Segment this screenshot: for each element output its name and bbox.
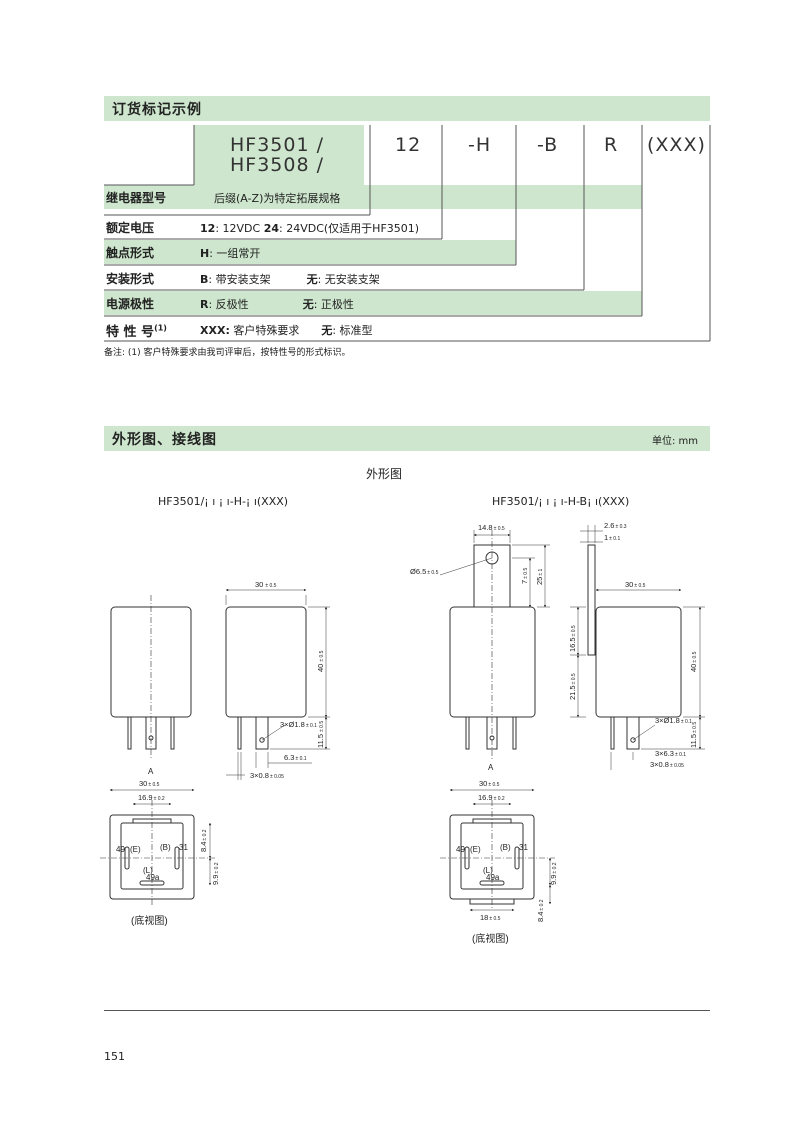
- voltage-code: 12: [395, 134, 422, 156]
- svg-text:16.9± 0.2: 16.9± 0.2: [478, 793, 505, 802]
- row-polarity: 电源极性 R: 反极性无: 正极性: [104, 291, 642, 315]
- model-code-line1: HF3501 /: [230, 134, 325, 156]
- svg-text:(B): (B): [160, 843, 171, 852]
- svg-text:40± 0.5: 40± 0.5: [316, 650, 325, 672]
- view-a-label-right: A: [488, 763, 494, 772]
- svg-text:(B): (B): [500, 843, 511, 852]
- svg-text:49a: 49a: [486, 873, 500, 882]
- row-voltage: 额定电压 12: 12VDC 24: 24VDC(仅适用于HF3501): [106, 221, 420, 235]
- svg-text:6.3± 0.1: 6.3± 0.1: [284, 753, 307, 762]
- right-bottom-view-caption: (底视图): [472, 932, 509, 945]
- row-mounting: 安装形式 B: 带安装支架无: 无安装支架: [106, 272, 380, 286]
- svg-text:30± 0.5: 30± 0.5: [625, 580, 646, 589]
- svg-text:18± 0.5: 18± 0.5: [480, 913, 501, 922]
- svg-text:25± 1: 25± 1: [535, 569, 544, 585]
- drawing-section-title: 外形图、接线图: [112, 432, 217, 448]
- order-code-lines: [104, 125, 711, 342]
- svg-text:9.9± 0.2: 9.9± 0.2: [211, 862, 220, 885]
- row-label: 触点形式: [106, 246, 155, 260]
- row-label: 继电器型号: [106, 191, 167, 205]
- row-label: 电源极性: [106, 297, 155, 311]
- svg-text:49: 49: [456, 845, 465, 854]
- footer-rule: [104, 1010, 710, 1011]
- svg-text:8.4± 0.2: 8.4± 0.2: [199, 829, 208, 852]
- bracket-code: -B: [537, 134, 559, 156]
- footnote: 备注: (1) 客户特殊要求由我司评审后，按特性号的形式标识。: [104, 348, 351, 358]
- svg-text:2.6± 0.3: 2.6± 0.3: [604, 521, 627, 530]
- special-code: (XXX): [647, 134, 706, 156]
- svg-text:(L): (L): [143, 866, 153, 875]
- model-code-cell: [194, 125, 364, 185]
- right-bottom-view: [440, 788, 555, 912]
- svg-text:(E): (E): [470, 845, 481, 854]
- row-relay-model: 继电器型号 后缀(A-Z)为特定拓展规格: [104, 185, 642, 209]
- drawing-title: 外形图: [366, 467, 403, 481]
- row-label: 特 性 号(1): [106, 323, 167, 340]
- row-label: 安装形式: [106, 272, 155, 286]
- svg-text:21.5± 0.5: 21.5± 0.5: [568, 673, 577, 700]
- left-bottom-view: [100, 788, 215, 905]
- left-side-view: [225, 588, 330, 780]
- svg-text:3×Ø1.8± 0.1: 3×Ø1.8± 0.1: [280, 720, 317, 729]
- svg-text:8.4± 0.2: 8.4± 0.2: [536, 899, 545, 922]
- polarity-code: R: [604, 134, 619, 156]
- left-front-view: [110, 595, 192, 760]
- row-desc: 后缀(A-Z)为特定拓展规格: [214, 192, 341, 205]
- svg-text:9.9± 0.2: 9.9± 0.2: [549, 862, 558, 885]
- left-model-caption: HF3501/¡ ı ¡ ı-H-¡ ı(XXX): [158, 495, 289, 508]
- row-contact: 触点形式 H: 一组常开: [104, 240, 516, 264]
- model-code-line2: HF3508 /: [230, 154, 325, 176]
- svg-text:49a: 49a: [146, 873, 160, 882]
- svg-text:30± 0.5: 30± 0.5: [139, 779, 160, 788]
- drawing-section-header: 外形图、接线图 单位: mm: [104, 426, 710, 451]
- row-special: 特 性 号(1) XXX: 客户特殊要求无: 标准型: [104, 317, 710, 341]
- page-number: 151: [104, 1050, 125, 1063]
- svg-text:31: 31: [179, 843, 188, 852]
- svg-text:3×6.3± 0.1: 3×6.3± 0.1: [655, 749, 686, 758]
- svg-text:30± 0.5: 30± 0.5: [479, 779, 500, 788]
- left-bottom-view-caption: (底视图): [131, 914, 168, 927]
- svg-text:11.5± 0.5: 11.5± 0.5: [316, 721, 325, 748]
- svg-text:3×0.8± 0.05: 3×0.8± 0.05: [650, 760, 684, 769]
- svg-text:49: 49: [116, 845, 125, 854]
- svg-text:40± 0.5: 40± 0.5: [689, 651, 698, 672]
- order-section-header: 订货标记示例: [104, 96, 710, 121]
- row-label: 额定电压: [106, 221, 155, 235]
- svg-text:30± 0.5: 30± 0.5: [255, 580, 277, 589]
- right-model-caption: HF3501/¡ ı ¡ ı-H-B¡ ı(XXX): [492, 495, 630, 508]
- contact-code: -H: [468, 134, 492, 156]
- view-a-label: A: [148, 767, 154, 776]
- svg-text:3×0.8± 0.05: 3×0.8± 0.05: [250, 771, 284, 780]
- svg-text:14.8± 0.5: 14.8± 0.5: [478, 523, 505, 532]
- svg-text:(L): (L): [483, 866, 493, 875]
- svg-text:31: 31: [519, 843, 528, 852]
- svg-text:(E): (E): [130, 845, 141, 854]
- svg-text:1± 0.1: 1± 0.1: [604, 533, 620, 542]
- svg-text:16.9± 0.2: 16.9± 0.2: [138, 793, 165, 802]
- svg-text:7± 0.5: 7± 0.5: [520, 568, 529, 584]
- right-front-view: [439, 530, 550, 760]
- svg-text:3×Ø1.8± 0.1: 3×Ø1.8± 0.1: [655, 716, 692, 725]
- unit-label: 单位: mm: [651, 436, 698, 447]
- right-side-view: [570, 525, 705, 770]
- svg-text:16.5± 0.5: 16.5± 0.5: [568, 625, 577, 652]
- svg-text:11.5± 0.5: 11.5± 0.5: [689, 722, 698, 748]
- svg-text:Ø6.5± 0.5: Ø6.5± 0.5: [410, 567, 439, 576]
- order-section-title: 订货标记示例: [112, 102, 202, 118]
